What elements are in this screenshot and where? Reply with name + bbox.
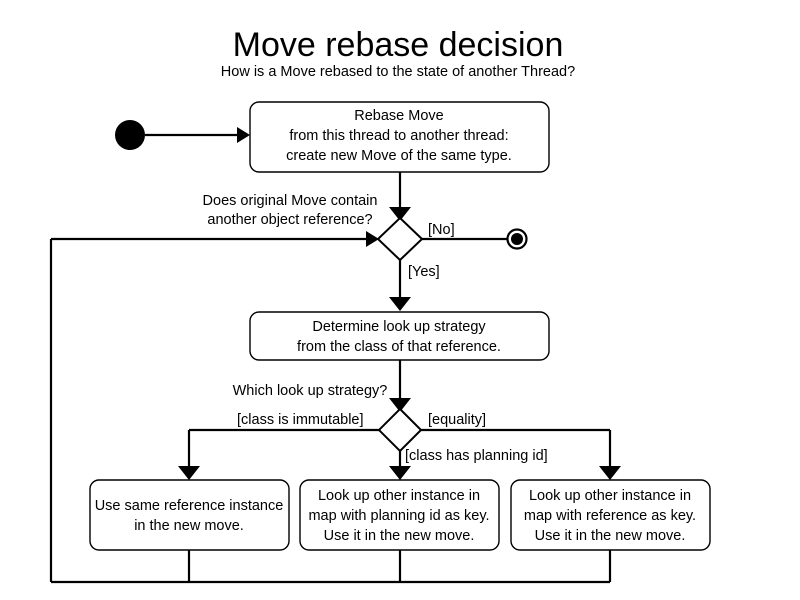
edge-merge-bottom <box>49 231 612 584</box>
activity-planning-id-lookup-line2: map with planning id as key. <box>308 508 489 524</box>
activity-determine-strategy-line2: from the class of that reference. <box>297 339 501 355</box>
activity-rebase-move-line3: create new Move of the same type. <box>286 148 512 164</box>
page-title: Move rebase decision <box>233 26 564 64</box>
activity-same-reference-line1: Use same reference instance <box>95 498 284 514</box>
decision2-question: Which look up strategy? <box>233 383 388 399</box>
activity-same-reference[interactable]: Use same reference instance in the new m… <box>89 479 290 551</box>
edge-label-class-has-planning-id: [class has planning id] <box>405 448 548 464</box>
decision-which-strategy[interactable] <box>377 407 423 453</box>
page-subtitle: How is a Move rebased to the state of an… <box>221 64 575 80</box>
activity-rebase-move[interactable]: Rebase Move from this thread to another … <box>249 101 550 173</box>
edge-label-class-is-immutable: [class is immutable] <box>237 412 364 428</box>
initial-node <box>115 120 145 150</box>
activity-rebase-move-line2: from this thread to another thread: <box>289 128 508 144</box>
edge-decision2-equality <box>421 428 621 480</box>
decision1-question-line2: another object reference? <box>207 212 372 228</box>
activity-same-reference-line2: in the new move. <box>134 518 244 534</box>
activity-planning-id-lookup-line3: Use it in the new move. <box>324 528 475 544</box>
edge-determine-to-decision2 <box>389 360 411 412</box>
edge-decision2-immutable <box>178 428 379 480</box>
activity-planning-id-lookup-line1: Look up other instance in <box>318 488 480 504</box>
activity-planning-id-lookup-shape[interactable] <box>299 479 500 551</box>
activity-reference-lookup[interactable]: Look up other instance in map with refer… <box>510 479 711 551</box>
edge-label-no: [No] <box>428 222 455 238</box>
activity-determine-strategy-line1: Determine look up strategy <box>312 319 486 335</box>
activity-rebase-move-shape[interactable] <box>249 101 550 173</box>
edge-label-yes: [Yes] <box>408 264 440 280</box>
activity-determine-strategy-shape[interactable] <box>249 311 550 361</box>
edge-decision1-yes <box>389 260 411 311</box>
activity-determine-strategy[interactable]: Determine look up strategy from the clas… <box>249 311 550 361</box>
activity-reference-lookup-line2: map with reference as key. <box>524 508 696 524</box>
activity-reference-lookup-line1: Look up other instance in <box>529 488 691 504</box>
activity-reference-lookup-shape[interactable] <box>510 479 711 551</box>
decision1-question-line1: Does original Move contain <box>203 193 378 209</box>
activity-planning-id-lookup[interactable]: Look up other instance in map with plann… <box>299 479 500 551</box>
edge-decision2-planning-id <box>389 451 411 480</box>
activity-reference-lookup-line3: Use it in the new move. <box>535 528 686 544</box>
final-node <box>506 228 528 250</box>
edge-rebase-to-decision1 <box>389 172 411 221</box>
edge-start-to-rebase <box>145 127 250 143</box>
decision-contains-reference[interactable] <box>376 216 424 262</box>
activity-rebase-move-line1: Rebase Move <box>354 108 443 124</box>
activity-same-reference-shape[interactable] <box>89 479 290 551</box>
edge-label-equality: [equality] <box>428 412 486 428</box>
